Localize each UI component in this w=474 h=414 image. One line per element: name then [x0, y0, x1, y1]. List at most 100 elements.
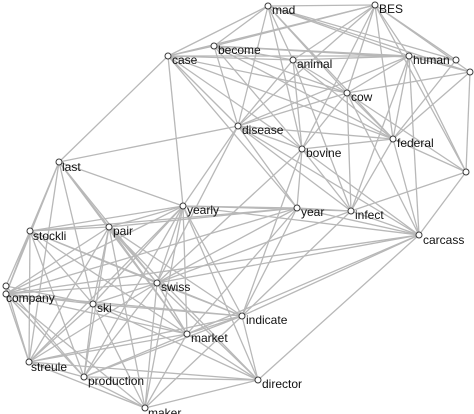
edge-bovine-indicate [241, 148, 303, 317]
node-label-yearly: yearly [187, 203, 219, 217]
edge-top_edge-federal [392, 59, 457, 140]
edge-ski-production [83, 303, 94, 378]
edge-case-year [167, 55, 298, 209]
edge-animal-bovine [292, 59, 303, 150]
node-year [293, 204, 301, 212]
edge-disease-last [58, 125, 239, 163]
node-label-disease: disease [242, 123, 284, 137]
node-disease [234, 122, 242, 130]
edge-swiss-production [83, 282, 158, 378]
edge-last-swiss [58, 161, 158, 284]
edge-mad-right_top [267, 5, 471, 73]
edge-year-company [5, 207, 298, 295]
edge-cow-carcass [346, 92, 420, 236]
edge-bes-top_edge [374, 4, 457, 61]
edge-swiss-company [5, 282, 158, 295]
node-label-maker: maker [148, 406, 181, 414]
edge-disease-federal [237, 125, 394, 140]
edge-swiss-streule [28, 282, 158, 363]
edge-federal-right_top [392, 71, 471, 140]
edge-mad-case [167, 5, 269, 57]
edge-human-cow [346, 55, 410, 94]
edge-right_top-right_mid [465, 71, 471, 173]
edge-year-carcass [296, 207, 420, 236]
edge-human-disease [237, 55, 410, 127]
edge-indicate-director [241, 315, 259, 381]
edge-case-animal [167, 55, 294, 61]
edge-animal-disease [237, 59, 294, 127]
node-human [405, 52, 413, 60]
edge-bovine-carcass [301, 148, 420, 236]
node-label-carcass: carcass [423, 233, 464, 247]
edge-market-director [186, 333, 259, 381]
edge-pair-director [108, 226, 259, 381]
edge-ski-left_edge [5, 285, 94, 305]
node-label-director: director [262, 377, 302, 391]
edge-case-bovine [167, 55, 303, 150]
edge-animal-cow [292, 59, 348, 94]
edge-pair-indicate [108, 226, 243, 317]
edge-production-director [83, 376, 259, 381]
edge-year-infect [296, 207, 352, 212]
edge-mad-become [213, 5, 269, 47]
edge-market-streule [28, 333, 188, 363]
edge-become-disease [213, 45, 239, 127]
edge-infect-carcass [350, 210, 420, 236]
edge-bes-disease [237, 4, 376, 127]
node-federal [389, 135, 397, 143]
edge-pair-streule [28, 226, 110, 363]
node-label-case: case [172, 53, 198, 67]
edge-yearly-streule [28, 205, 184, 363]
edge-swiss-ski [92, 282, 158, 305]
edge-yearly-carcass [182, 205, 420, 236]
edge-yearly-production [83, 205, 184, 378]
edge-disease-yearly [182, 125, 239, 207]
edge-swiss-maker [144, 282, 158, 409]
edge-carcass-director [257, 234, 420, 381]
node-ski [89, 300, 97, 308]
edge-mad-bes [267, 4, 376, 7]
node-streule [25, 358, 33, 366]
edge-stockli-market [29, 230, 188, 335]
node-last [55, 158, 63, 166]
node-label-market: market [191, 331, 228, 345]
edge-year-stockli [29, 207, 298, 232]
node-company [2, 290, 10, 298]
edge-yearly-director [182, 205, 259, 381]
edge-market-maker [144, 333, 188, 409]
edge-indicate-production [83, 315, 243, 378]
node-label-cow: cow [351, 90, 373, 104]
edge-company-market [5, 293, 188, 335]
edge-federal-carcass [392, 138, 420, 236]
edge-ski-maker [92, 303, 146, 409]
edge-cow-right_mid [346, 92, 467, 173]
edge-case-federal [167, 55, 394, 140]
node-right-top [466, 68, 474, 76]
edge-indicate-maker [144, 315, 243, 409]
node-animal [289, 56, 297, 64]
edge-production-maker [83, 376, 146, 409]
edge-top_edge-human [408, 55, 457, 61]
node-label-federal: federal [397, 136, 434, 150]
edge-bes-federal [374, 4, 394, 140]
edge-streule-maker [28, 361, 146, 409]
node-mad [264, 2, 272, 10]
edge-bes-bovine [301, 4, 376, 150]
edge-mad-federal [267, 5, 394, 140]
edge-carcass-swiss [156, 234, 420, 284]
node-maker [141, 404, 149, 412]
edge-bes-human [374, 4, 410, 57]
edge-animal-human [292, 55, 410, 61]
node-left-edge [2, 282, 10, 290]
edge-swiss-market [156, 282, 188, 335]
edge-ski-market [92, 303, 188, 335]
edge-case-disease [167, 55, 239, 127]
edge-bovine-swiss [156, 148, 303, 284]
edge-disease-year [237, 125, 298, 209]
node-stockli [26, 227, 34, 235]
node-indicate [238, 312, 246, 320]
node-market [183, 330, 191, 338]
node-right-mid [462, 168, 470, 176]
edge-disease-carcass [237, 125, 420, 236]
